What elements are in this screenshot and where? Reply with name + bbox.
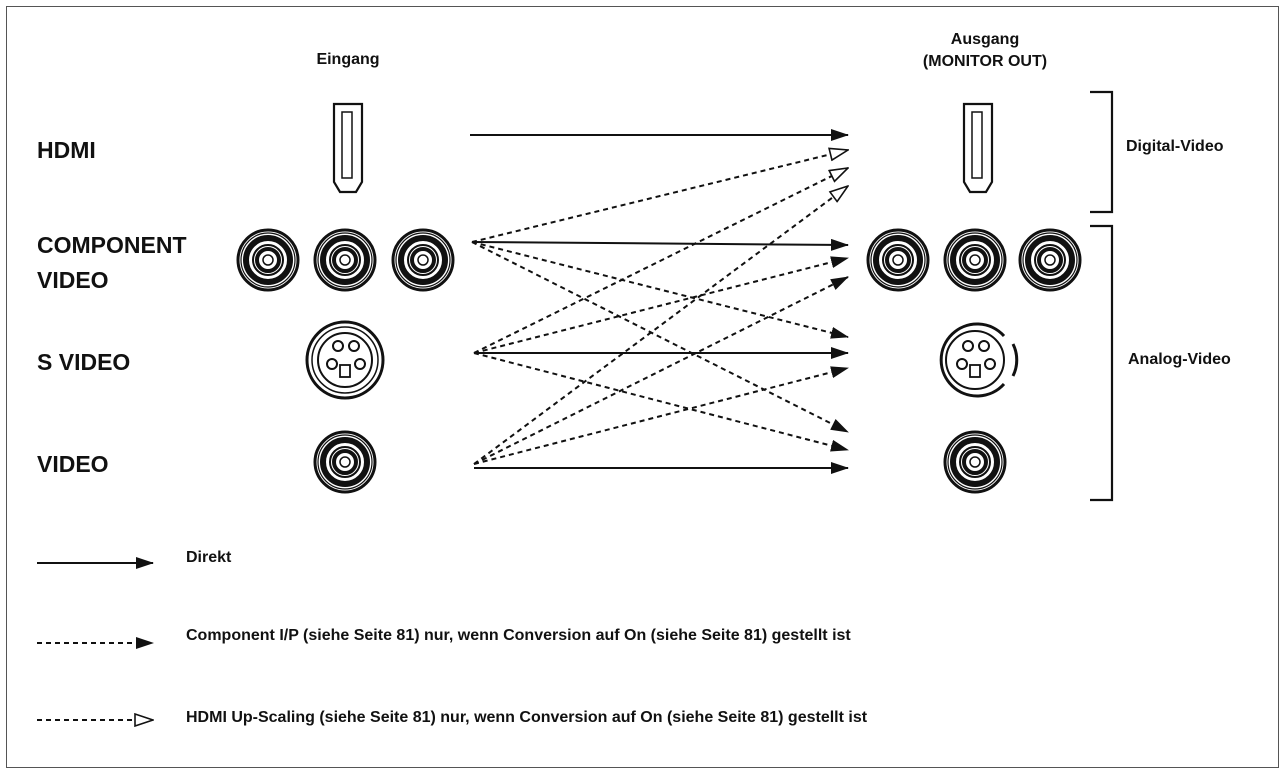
arrow-svideo-to-hdmi [473, 168, 848, 354]
arrow-video-to-component [473, 276, 849, 465]
output-svideo-connector-icon [939, 322, 1019, 398]
analog-video-label: Analog-Video [1128, 351, 1231, 368]
input-component-connectors-icon [238, 230, 453, 290]
row-label-hdmi: HDMI [37, 137, 96, 163]
output-hdmi-connector-icon [962, 102, 994, 194]
arrow-video-to-hdmi [473, 186, 848, 465]
row-label-svideo: S VIDEO [37, 349, 131, 375]
arrow-component-to-hdmi [471, 150, 848, 243]
output-header-line2: (MONITOR OUT) [922, 53, 1048, 70]
arrow-component-to-video [471, 241, 849, 433]
digital-video-bracket [1090, 90, 1114, 214]
arrow-svideo-to-video [473, 352, 849, 452]
input-svideo-connector-icon [305, 320, 385, 400]
row-label-component-line1: COMPONENT [37, 232, 187, 258]
arrow-component-to-svideo [471, 241, 849, 339]
row-label-component-line2: VIDEO [37, 267, 109, 293]
output-component-connectors-icon [868, 230, 1080, 290]
legend-direct-label: Direkt [186, 549, 232, 566]
input-header: Eingang [316, 51, 380, 68]
legend-component-ip-label: Component I/P (siehe Seite 81) nur, wenn… [186, 627, 851, 644]
input-hdmi-connector-icon [332, 102, 364, 194]
arrow-video-to-svideo [473, 366, 849, 465]
arrow-component-to-component [471, 238, 849, 251]
row-label-video: VIDEO [37, 451, 109, 477]
output-header-line1: Ausgang [950, 31, 1020, 48]
input-video-connector-icon [315, 432, 375, 492]
arrow-svideo-to-component [473, 256, 849, 354]
legend-hdmi-upscaling-label: HDMI Up-Scaling (siehe Seite 81) nur, we… [186, 709, 868, 726]
connection-lines [470, 129, 849, 474]
analog-video-bracket [1090, 224, 1114, 502]
diagram-frame [6, 6, 1279, 768]
output-video-connector-icon [945, 432, 1005, 492]
digital-video-label: Digital-Video [1126, 138, 1224, 155]
